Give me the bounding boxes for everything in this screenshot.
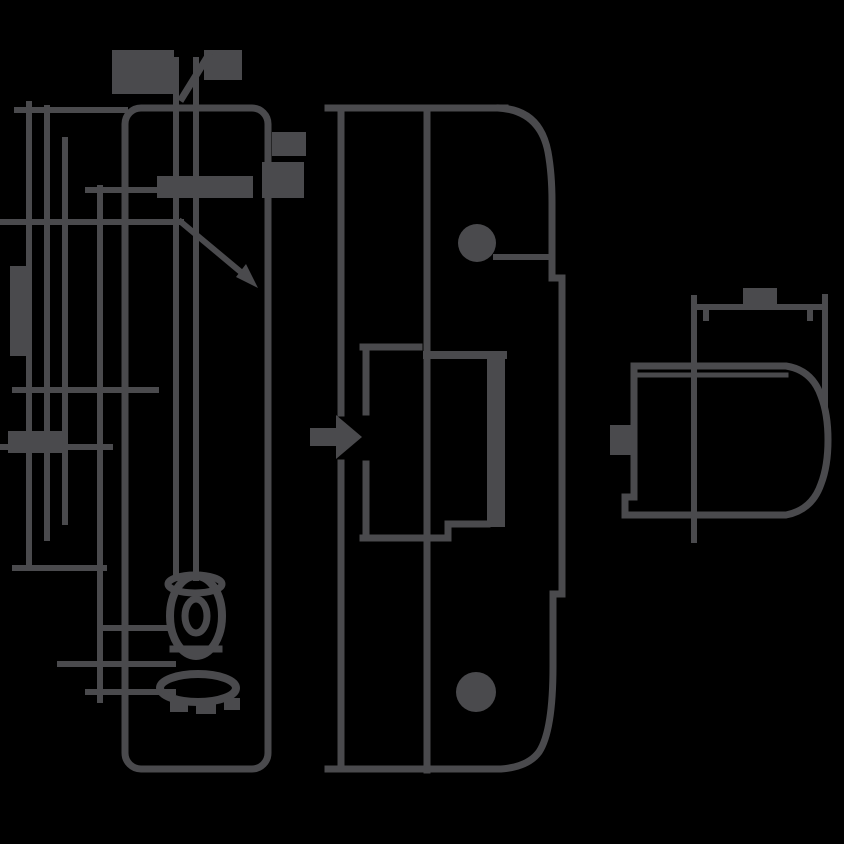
thickness-text-blob <box>610 425 636 455</box>
dimension-text-blob <box>8 431 64 453</box>
latch-opening-right-bar <box>487 351 505 527</box>
plate-right-edge <box>324 104 566 773</box>
leader-text-blob <box>262 162 304 198</box>
countersink-outer-ellipse <box>166 572 226 660</box>
latch-lip-bottom <box>359 520 491 542</box>
leader-text-blob <box>157 176 253 198</box>
screw-hole-top <box>458 224 496 262</box>
hole-text-blob <box>224 698 240 710</box>
section-arrow-stem <box>310 428 338 446</box>
hole-text-blob <box>196 700 216 714</box>
section-view <box>610 288 832 543</box>
countersink-lower-ellipse <box>156 670 240 706</box>
countersink-inner-ellipse <box>181 595 211 637</box>
front-view <box>310 104 566 774</box>
dimension-text-blob <box>10 266 32 356</box>
side-profile-view <box>0 50 306 773</box>
hole-text-blob <box>170 698 188 712</box>
leader-line <box>176 217 253 283</box>
leader-text-blob <box>272 132 306 156</box>
dimension-text-blob <box>112 50 174 94</box>
dimension-text-blob <box>743 288 777 305</box>
section-arrowhead <box>336 415 362 459</box>
screw-hole-bottom <box>456 672 496 712</box>
dimension-slash <box>177 51 213 103</box>
leader-arrowhead <box>236 264 258 288</box>
section-outline <box>621 362 832 519</box>
